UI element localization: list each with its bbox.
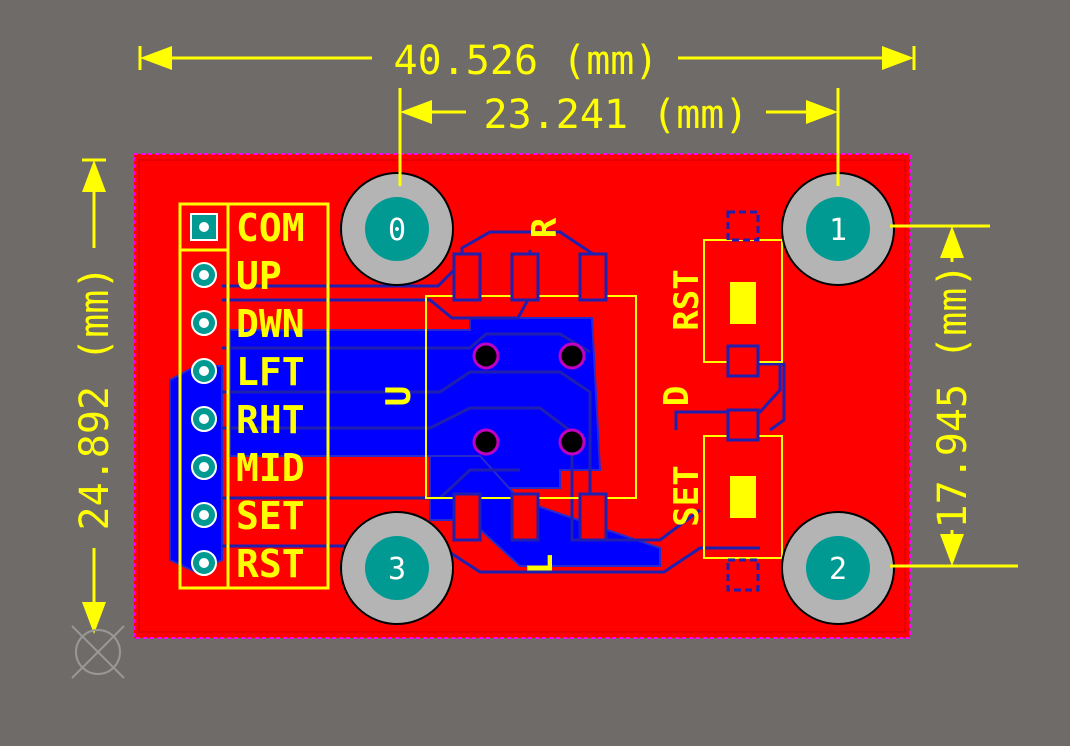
dimension-hole-spacing-x: 23.241 (mm) [398,88,840,186]
via [558,428,586,456]
pin-drill-hole [199,414,209,424]
switch-set-label: SET [667,465,707,526]
dimension-width-total: 40.526 (mm) [138,38,916,84]
trace-rht [222,370,592,504]
joystick-label-down: D [657,386,697,406]
mount-hole-label: 3 [388,552,406,587]
pin-drill-hole [199,510,209,520]
smd-pad [578,492,608,542]
arrow-left-icon [140,46,172,70]
joystick-label-left: L [521,554,561,574]
trace-lft [222,332,591,354]
arrow-right-icon [882,46,914,70]
trace-sw-link [744,362,786,432]
arrow-up-icon [82,160,106,192]
dimension-hole-spacing-x-label: 23.241 (mm) [484,92,749,138]
vias [472,342,586,456]
switch-reset-center-pad [730,282,756,324]
pin-label-mid: MID [236,446,305,490]
smd-pad [510,492,540,542]
arrow-up-icon [940,226,964,258]
switch-set-pad-top [726,408,760,442]
pin-label-lft: LFT [236,350,305,394]
mount-holes: 0 1 2 3 [340,172,895,625]
pin-header-outline [178,202,330,590]
pin-drill-hole [199,222,209,232]
mount-hole-2[interactable]: 2 [781,511,895,625]
arrow-down-icon [940,534,964,566]
arrow-left-icon [400,100,432,124]
mount-hole-0[interactable]: 0 [340,172,454,286]
mount-hole-1[interactable]: 1 [781,172,895,286]
dimension-hole-spacing-y: 17.945 (mm) [890,224,1018,568]
pin-label-dwn: DWN [236,302,305,346]
origin-marker-icon [71,625,125,679]
joystick-smd-pads [452,252,608,542]
joystick-label-right: R [525,217,565,238]
pin-label-set: SET [236,494,305,538]
mount-hole-pad [365,197,429,261]
mount-hole-pad [806,536,870,600]
arrow-right-icon [806,100,838,124]
pin-label-up: UP [236,254,282,298]
switch-set[interactable]: SET [667,408,783,592]
pin-drill-hole [199,270,209,280]
trace-com [674,360,782,430]
pin-pads [190,213,218,576]
switch-reset-label: RST [667,269,707,330]
switch-reset[interactable]: RST [667,210,783,378]
pin-label-rst: RST [236,542,305,586]
switch-set-center-pad [730,476,756,518]
trace-set [222,468,520,500]
joystick-footprint[interactable]: U D R L [379,217,697,574]
board-keepout-line [138,159,906,633]
mount-hole-pad [806,197,870,261]
pin-label-rht: RHT [236,398,305,442]
dimension-hole-spacing-y-label: 17.945 (mm) [930,264,976,529]
via [472,428,500,456]
dimension-height-total: 24.892 (mm) [72,158,118,634]
trace-up [222,230,597,288]
pin-drill-hole [199,318,209,328]
dimension-height-total-label: 24.892 (mm) [72,266,118,531]
via [558,342,586,370]
mount-hole-label: 0 [388,213,406,248]
mount-hole-pad [365,536,429,600]
pin-label-com: COM [236,206,305,250]
origin-marker-cross [71,625,125,679]
switch-set-pad-bottom [726,558,760,592]
switch-reset-pad-bottom [726,344,760,378]
origin-marker-circle [75,629,121,675]
bottom-copper-bus [229,317,602,489]
pin-drill-hole [199,558,209,568]
mount-hole-label: 1 [829,213,847,248]
smd-pad [578,252,608,302]
smd-pad [452,252,482,302]
smd-pad [510,252,540,302]
switch-reset-pad-top [726,210,760,242]
pin-drill-hole [199,366,209,376]
mount-hole-3[interactable]: 3 [340,511,454,625]
arrow-down-icon [82,602,106,634]
mount-hole-label: 2 [829,552,847,587]
joystick-label-up: U [379,386,419,406]
pin-drill-hole [199,462,209,472]
trace-mid [222,406,701,542]
smd-pad [452,492,482,542]
dimension-width-total-label: 40.526 (mm) [394,38,659,84]
via [472,342,500,370]
